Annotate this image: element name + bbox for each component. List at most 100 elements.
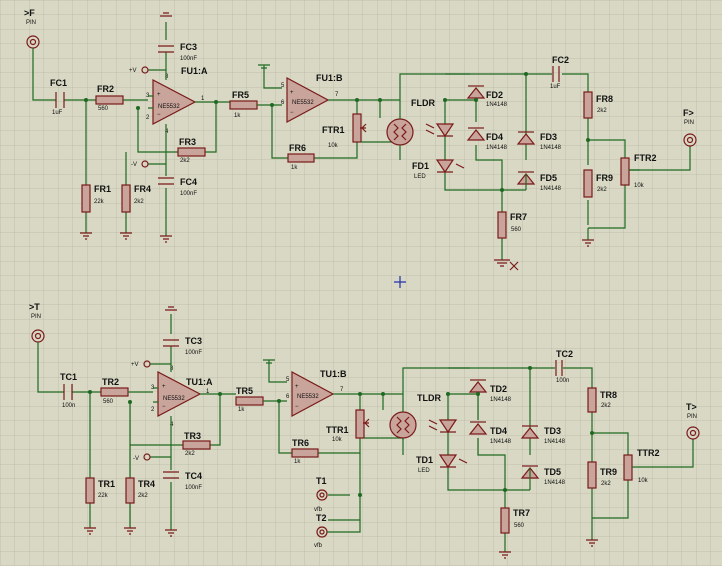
- bottom-tu1a-val-label: NE5532: [163, 396, 185, 402]
- resistor-fr7[interactable]: FR7 560: [497, 211, 527, 239]
- bottom-pin4-label: 4: [170, 422, 174, 428]
- top-fc4-val-label: 100nF: [180, 191, 197, 197]
- top-fr1-val-label: 22k: [94, 199, 105, 205]
- trimpot-ftr1[interactable]: FTR1 10k: [322, 113, 367, 149]
- bottom-ttr1-val-label: 10k: [332, 437, 343, 443]
- diode-fd3[interactable]: FD3 1N4148: [516, 131, 562, 151]
- top-vminus-label: -V: [131, 162, 137, 168]
- bottom-t2-ref-label: T2: [316, 513, 327, 523]
- diode-td4[interactable]: TD4 1N4148: [468, 421, 512, 445]
- capacitor-tc4[interactable]: TC4 100nF: [163, 471, 202, 537]
- capacitor-tc1[interactable]: TC1 100n: [60, 372, 77, 409]
- vplus-top[interactable]: +V: [129, 66, 149, 74]
- top-fr9-ref-label: FR9: [596, 173, 613, 183]
- capacitor-fc1[interactable]: FC1 1uF: [50, 78, 67, 116]
- resistor-tr6[interactable]: TR6 1k: [291, 438, 319, 465]
- probe-t1[interactable]: T1 vfb: [314, 476, 328, 513]
- top-fldr-ref-label: FLDR: [411, 98, 435, 108]
- trimpot-ftr2[interactable]: FTR2 10k: [620, 153, 657, 189]
- diode-td2[interactable]: TD2 1N4148: [468, 379, 512, 403]
- bottom-tr7-ref-label: TR7: [513, 508, 530, 518]
- top-fd5-ref-label: FD5: [540, 173, 557, 183]
- output-pin-t[interactable]: T> PIN: [686, 402, 700, 440]
- opamp-fu1a[interactable]: +− NE5532 FU1:A 3 2 1 8 4: [146, 66, 208, 135]
- capacitor-tc3[interactable]: TC3 100nF: [163, 306, 202, 356]
- bottom-t1-sub-label: vfb: [314, 507, 323, 513]
- opamp-fu1b[interactable]: +− NE5532 FU1:B 5 6 7: [281, 73, 343, 124]
- top-pin1-label: 1: [201, 96, 205, 102]
- resistor-fr1[interactable]: FR1 22k: [81, 184, 111, 213]
- bottom-ttr2-val-label: 10k: [638, 478, 649, 484]
- capacitor-fc4[interactable]: FC4 100nF: [158, 177, 197, 243]
- diode-fd4[interactable]: FD4 1N4148: [466, 127, 508, 151]
- ground-fr7: [494, 259, 519, 271]
- resistor-fr6[interactable]: FR6 1k: [287, 143, 315, 171]
- bottom-td2-val-label: 1N4148: [490, 397, 512, 403]
- top-fr4-val-label: 2k2: [134, 199, 144, 205]
- resistor-fr8[interactable]: FR8 2k2: [583, 91, 613, 119]
- top-fr1-ref-label: FR1: [94, 184, 111, 194]
- vminus-top[interactable]: -V: [131, 160, 149, 168]
- bottom-output-sub-label: PIN: [687, 414, 697, 420]
- bottom-td4-ref-label: TD4: [490, 426, 507, 436]
- resistor-fr4[interactable]: FR4 2k2: [121, 184, 151, 213]
- bottom-tr6-ref-label: TR6: [292, 438, 309, 448]
- resistor-fr3[interactable]: FR3 2k2: [177, 137, 206, 164]
- symbol-label: +: [295, 384, 299, 390]
- top-fc4-ref-label: FC4: [180, 177, 197, 187]
- diode-td3[interactable]: TD3 1N4148: [520, 425, 566, 445]
- top-fd5-val-label: 1N4148: [540, 186, 562, 192]
- bottom-tu1b-val-label: NE5532: [297, 394, 319, 400]
- bottom-input-name-label: >T: [29, 302, 40, 312]
- bottom-td1-ref-label: TD1: [416, 455, 433, 465]
- resistor-fr9[interactable]: FR9 2k2: [583, 169, 613, 198]
- top-pin5-label: 5: [281, 83, 285, 89]
- top-fr3-ref-label: FR3: [179, 137, 196, 147]
- symbol-label: +: [162, 384, 166, 390]
- junctions-top: [84, 72, 590, 192]
- opamp-tu1a[interactable]: +− NE5532 TU1:A 3 2 1 8 4: [151, 366, 213, 428]
- opamp-tu1b[interactable]: +− NE5532 TU1:B 5 6 7: [286, 369, 347, 418]
- vplus-bottom[interactable]: +V: [131, 360, 151, 368]
- bottom-tr2-ref-label: TR2: [102, 377, 119, 387]
- top-fu1a-ref-label: FU1:A: [181, 66, 208, 76]
- bottom-td3-ref-label: TD3: [544, 426, 561, 436]
- top-fr5-val-label: 1k: [234, 113, 241, 119]
- bottom-td2-ref-label: TD2: [490, 384, 507, 394]
- top-pin6-label: 6: [281, 100, 285, 106]
- top-fr9-val-label: 2k2: [597, 187, 607, 193]
- resistor-tr1[interactable]: TR1 22k: [85, 477, 115, 504]
- bottom-tr3-val-label: 2k2: [185, 451, 195, 457]
- junctions-bottom: [88, 366, 594, 497]
- bottom-ttr1-ref-label: TTR1: [326, 425, 349, 435]
- top-output-name-label: F>: [683, 108, 694, 118]
- bottom-tr8-ref-label: TR8: [600, 390, 617, 400]
- resistor-tr3[interactable]: TR3 2k2: [182, 431, 211, 457]
- capacitor-fc2[interactable]: FC2 1uF: [550, 55, 569, 90]
- output-pin-f[interactable]: F> PIN: [683, 108, 697, 147]
- top-fr2-ref-label: FR2: [97, 84, 114, 94]
- top-fd4-val-label: 1N4148: [486, 145, 508, 151]
- bottom-td3-val-label: 1N4148: [544, 439, 566, 445]
- top-fd3-ref-label: FD3: [540, 132, 557, 142]
- top-fr6-val-label: 1k: [291, 165, 298, 171]
- top-pin4-label: 4: [165, 129, 169, 135]
- led-td1[interactable]: TD1 LED: [416, 419, 468, 474]
- resistor-tr7[interactable]: TR7 560: [500, 507, 530, 534]
- bottom-input-sub-label: PIN: [31, 314, 41, 320]
- led-fd1[interactable]: FD1 LED: [412, 123, 465, 180]
- resistor-tr4[interactable]: TR4 2k2: [125, 477, 155, 504]
- trimpot-ttr1[interactable]: TTR1 10k: [326, 409, 370, 443]
- bottom-tr5-ref-label: TR5: [236, 386, 253, 396]
- capacitor-tc2[interactable]: TC2 100n: [555, 349, 573, 384]
- top-fd3-val-label: 1N4148: [540, 145, 562, 151]
- resistor-tr8[interactable]: TR8 2k2: [587, 387, 617, 413]
- bottom-tr1-val-label: 22k: [98, 493, 109, 499]
- vminus-bottom[interactable]: -V: [133, 453, 151, 462]
- symbol-label: −: [290, 110, 294, 116]
- top-fc3-ref-label: FC3: [180, 42, 197, 52]
- bottom-tc1-ref-label: TC1: [60, 372, 77, 382]
- capacitor-fc3[interactable]: FC3 100nF: [158, 12, 197, 62]
- resistor-tr9[interactable]: TR9 2k2: [587, 461, 617, 489]
